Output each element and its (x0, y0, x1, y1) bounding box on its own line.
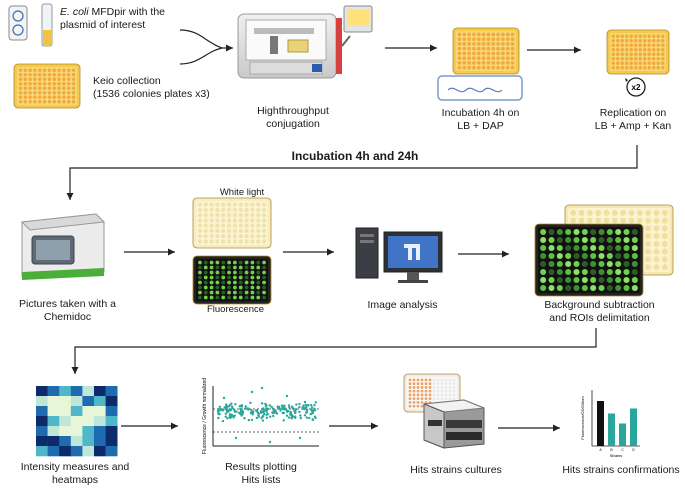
keio-count: (1536 colonies plates x3) (93, 87, 210, 100)
keio-label: Keio collection (1536 colonies plates x3… (93, 75, 210, 100)
chemidoc-imager-icon (20, 213, 106, 280)
ecoli-tube-icon (8, 5, 28, 41)
conjugation-robot-icon (237, 5, 373, 79)
keio-title: Keio collection (93, 75, 161, 87)
culture-tube-icon (41, 3, 53, 47)
replication-cycle-icon: x2 (625, 77, 646, 97)
bar-B (608, 413, 615, 446)
roi-plate-icon (534, 223, 644, 297)
bar-tick-B: B (610, 448, 613, 452)
white-light-label: White light (219, 187, 265, 198)
heatmap-icon (36, 386, 118, 457)
ecoli-label: E. coli MFDpir with the plasmid of inter… (60, 6, 165, 31)
cultures-label: Hits strains cultures (410, 464, 502, 476)
bar-ylabel: Fluorescence/OD600nm (580, 396, 585, 440)
confirmations-label: Hits strains confirmations (562, 464, 680, 476)
computer-icon (355, 227, 443, 283)
white-light-plate-icon (192, 197, 272, 249)
bar-tick-C: C (621, 448, 624, 452)
confirmation-bar-chart: A B C D Fluorescence/OD600nm Strains (580, 390, 640, 458)
keio-plate-icon (13, 63, 81, 109)
incubation-lb-plate-icon (452, 27, 520, 75)
bar-tick-A: A (599, 448, 602, 452)
bar-C (619, 423, 626, 446)
image-analysis-label: Image analysis (367, 299, 438, 311)
replication-plate-icon (606, 29, 670, 75)
fluorescence-label: Fluorescence (206, 304, 265, 315)
fluorescence-plate-icon (192, 255, 272, 305)
bar-tick-D: D (632, 448, 635, 452)
deep-well-block-icon (423, 399, 485, 449)
incubation-banner: Incubation 4h and 24h (291, 149, 419, 163)
scatter-ylabel: Fluorescence / Growth normalized (202, 378, 208, 454)
bar-D (630, 408, 637, 446)
bar-xlabel: Strains (610, 453, 622, 458)
ecoli-strain: MFDpir with the (88, 6, 166, 18)
ecoli-plasmid: plasmid of interest (60, 18, 146, 31)
bar-A (597, 401, 604, 446)
replication-badge: x2 (632, 83, 641, 92)
lb-dish-icon (437, 75, 523, 101)
ecoli-species: E. coli (60, 6, 89, 18)
results-scatter-plot: Fluorescence / Growth normalized (202, 378, 319, 454)
